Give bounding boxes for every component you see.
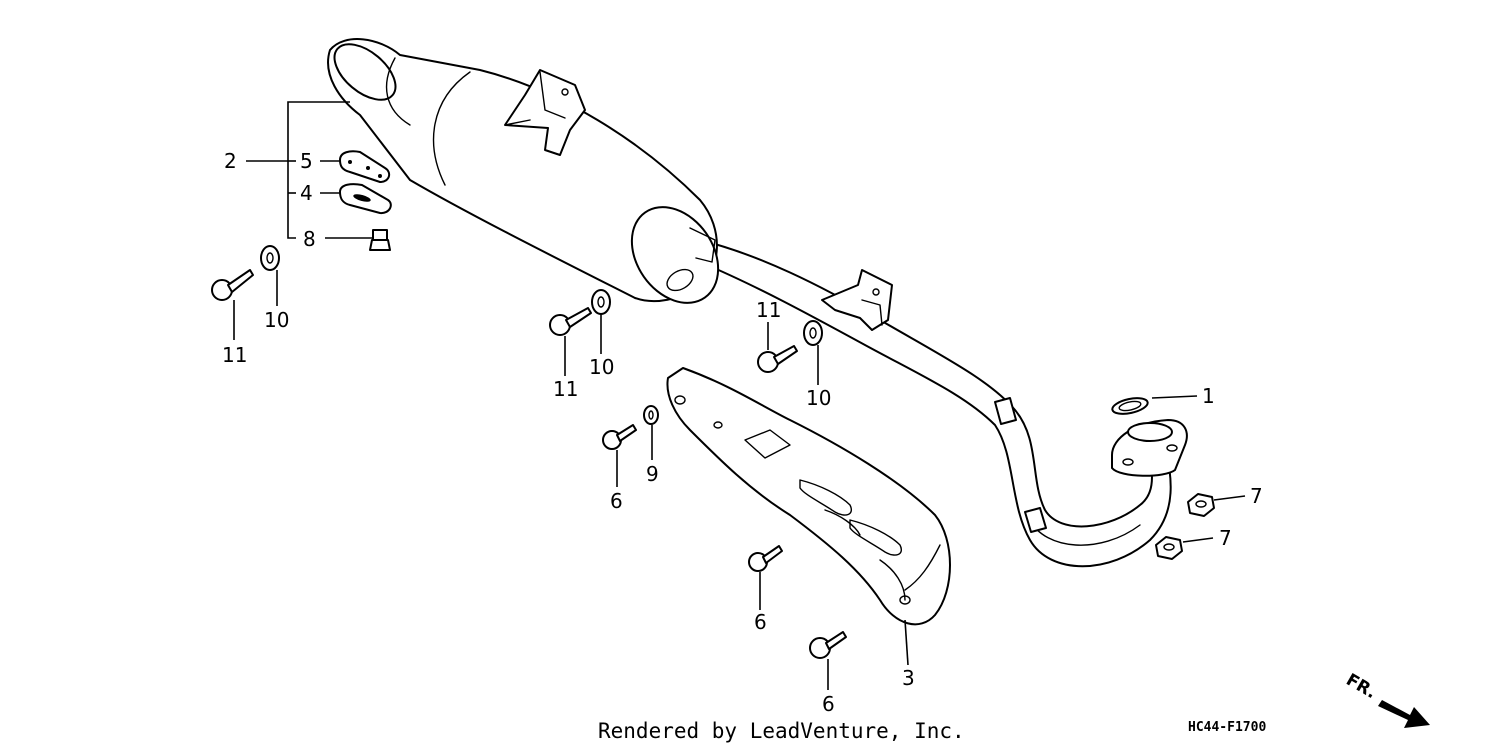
bolt-6-upper[interactable] bbox=[602, 424, 637, 450]
nut-7-upper[interactable] bbox=[1187, 493, 1215, 517]
callout-4: 4 bbox=[300, 181, 313, 205]
washer-10-left[interactable] bbox=[260, 245, 280, 271]
muffler-gasket[interactable] bbox=[339, 150, 391, 183]
washer-10-center[interactable] bbox=[591, 289, 611, 315]
callout-5: 5 bbox=[300, 149, 313, 173]
callout-7-lower: 7 bbox=[1219, 526, 1232, 550]
front-label: FR. bbox=[1343, 670, 1380, 703]
flange-bolt-11-left[interactable] bbox=[211, 269, 254, 301]
callout-11-right: 11 bbox=[756, 298, 781, 322]
callout-10-right: 10 bbox=[806, 386, 831, 410]
washer-10-right[interactable] bbox=[803, 320, 823, 346]
callout-10-left: 10 bbox=[264, 308, 289, 332]
muffler-packing[interactable] bbox=[339, 183, 392, 215]
callout-2: 2 bbox=[224, 149, 237, 173]
callout-8: 8 bbox=[303, 227, 316, 251]
washer-9[interactable] bbox=[643, 405, 659, 425]
callout-11-left: 11 bbox=[222, 343, 247, 367]
callout-1: 1 bbox=[1202, 384, 1215, 408]
callout-6-lower: 6 bbox=[822, 692, 835, 716]
bolt-6-lower[interactable] bbox=[809, 631, 847, 659]
callout-11-center: 11 bbox=[553, 377, 578, 401]
bolt-6-middle[interactable] bbox=[748, 545, 783, 572]
callout-labels: 1 2 3 4 5 6 6 6 7 7 8 9 10 10 10 11 11 1… bbox=[222, 149, 1263, 716]
callout-3: 3 bbox=[902, 666, 915, 690]
leader-lines bbox=[233, 101, 1246, 690]
callout-6-middle: 6 bbox=[754, 610, 767, 634]
bolt-8[interactable] bbox=[369, 229, 391, 251]
callout-9: 9 bbox=[646, 462, 659, 486]
flange-bolt-11-center[interactable] bbox=[549, 307, 592, 336]
flange-bolt-11-right[interactable] bbox=[757, 345, 798, 373]
muffler[interactable] bbox=[325, 34, 736, 320]
diagram-code: HC44-F1700 bbox=[1188, 720, 1266, 735]
callout-7-upper: 7 bbox=[1250, 484, 1263, 508]
callout-6-upper: 6 bbox=[610, 489, 623, 513]
gasket-exhaust-pipe[interactable] bbox=[1111, 395, 1149, 416]
rendered-by-credit: Rendered by LeadVenture, Inc. bbox=[598, 719, 965, 743]
front-direction-indicator: FR. bbox=[1343, 670, 1430, 728]
callout-10-center: 10 bbox=[589, 355, 614, 379]
heat-protector[interactable] bbox=[666, 367, 951, 626]
front-arrow-icon bbox=[1378, 700, 1430, 728]
exhaust-pipe[interactable] bbox=[699, 239, 1188, 568]
nut-7-lower[interactable] bbox=[1155, 536, 1183, 560]
